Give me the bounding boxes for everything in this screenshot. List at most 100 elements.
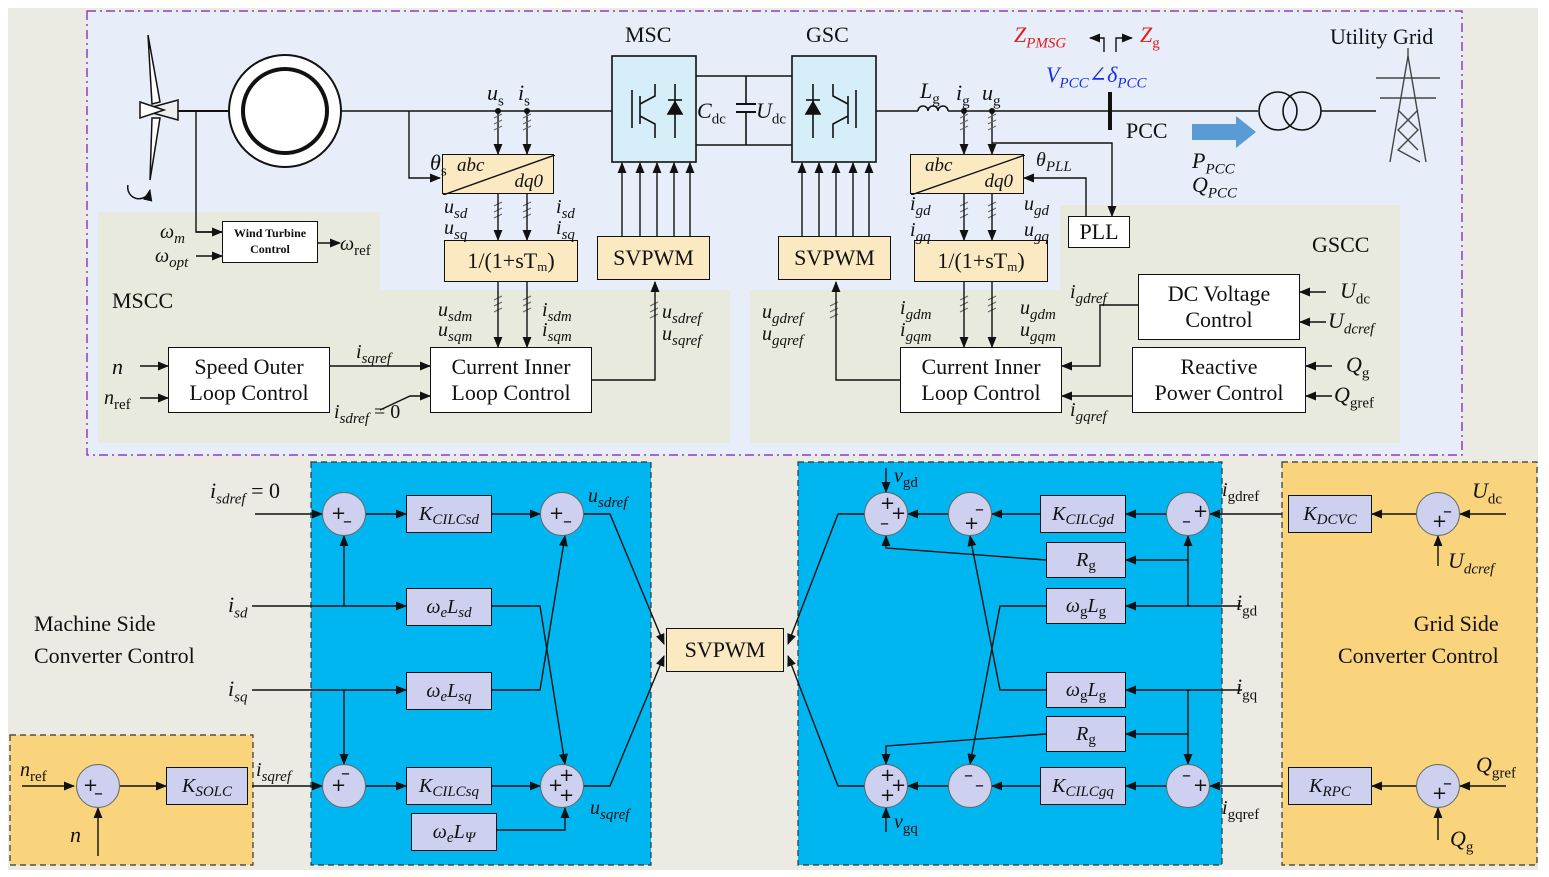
- igdref-top-label: igdref: [1070, 281, 1107, 307]
- vgq-label: vgq: [894, 811, 918, 837]
- transformer-icon: [1258, 91, 1298, 131]
- isqm-label: isqm: [542, 319, 572, 345]
- sum-node-gd-mid: –+: [948, 492, 992, 536]
- ugqm-label: ugqm: [1020, 319, 1056, 345]
- usqref-bottom-label: usqref: [590, 797, 630, 823]
- gsc-label: GSC: [806, 22, 849, 47]
- sum-node-isd: +–: [322, 492, 366, 536]
- igd-label: igd: [910, 193, 931, 219]
- udc-label: Udc: [756, 98, 787, 128]
- n-label: n: [112, 354, 123, 379]
- usqref-top-label: usqref: [662, 323, 702, 349]
- ugdref-label: ugdref: [762, 301, 804, 327]
- wind-turbine-control-block: Wind Turbine Control: [222, 221, 318, 263]
- ugdm-label: ugdm: [1020, 297, 1056, 323]
- ug-label: ug: [982, 80, 1001, 110]
- isdref-zero-label: isdref = 0: [210, 478, 280, 508]
- ig-label: ig: [956, 80, 970, 110]
- sum-node-igd: +–: [1166, 492, 1210, 536]
- inductor-lg: [917, 105, 949, 112]
- gsc-svpwm-block: SVPWM: [778, 236, 891, 280]
- msc-converter: [611, 55, 697, 163]
- isqref-bottom-label: isqref: [256, 759, 292, 785]
- reactive-power-control: Reactive Power Control: [1132, 347, 1306, 413]
- qg-input-label: Qg: [1346, 352, 1370, 382]
- msc-current-inner-loop-control: Current Inner Loop Control: [430, 347, 592, 413]
- msc-abc-dq0-transform: abc dq0: [442, 154, 555, 195]
- sum-node-gq-mid: ––: [948, 764, 992, 808]
- ugd-label: ugd: [1024, 193, 1049, 219]
- ugq-label: ugq: [1024, 219, 1049, 245]
- omega-ref-label: ωref: [340, 233, 371, 259]
- theta-s-label: θs: [430, 150, 447, 180]
- gsc-converter: [791, 55, 877, 163]
- nref-label: nref: [104, 387, 131, 413]
- msc-svpwm-block: SVPWM: [597, 236, 710, 280]
- omega-opt-label: ωopt: [155, 245, 189, 271]
- wind-turbine-icon: [126, 34, 179, 202]
- z-pmsg-label: ZPMSG: [1014, 22, 1067, 52]
- grid-tower-icon: [1376, 48, 1440, 163]
- sum-node-usd: +–: [540, 492, 584, 536]
- sum-node-ugq: +++: [864, 764, 908, 808]
- qgref-input-label: Qgref: [1334, 382, 1375, 412]
- isdm-label: isdm: [542, 299, 572, 325]
- usdref-top-label: usdref: [662, 301, 702, 327]
- igd-bottom-label: igd: [1236, 590, 1258, 620]
- sum-node-usq: +++: [540, 764, 584, 808]
- z-g-label: Zg: [1140, 22, 1160, 52]
- igqm-label: igqm: [900, 319, 932, 345]
- udcref-bottom-label: Udcref: [1448, 548, 1495, 578]
- udc-bottom-label: Udc: [1472, 478, 1503, 508]
- igdref-bottom-label: igdref: [1222, 479, 1260, 505]
- usd-label: usd: [444, 196, 468, 222]
- isq-label: isq: [556, 217, 575, 243]
- us-label: us: [487, 80, 504, 110]
- qg-bottom-label: Qg: [1450, 826, 1474, 856]
- p-pcc-label: PPCC: [1192, 148, 1235, 178]
- vgd-label: vgd: [894, 465, 918, 491]
- n-bottom-label: n: [70, 822, 81, 847]
- usq-label: usq: [444, 217, 468, 243]
- power-flow-arrow: [1192, 116, 1256, 148]
- utility-grid-label: Utility Grid: [1330, 24, 1434, 49]
- isdref-zero-top-label: isdref = 0: [334, 401, 401, 427]
- v-pcc-label: VPCC∠δPCC: [1046, 62, 1147, 92]
- is-label: is: [518, 80, 530, 110]
- udc-input-label: Udc: [1340, 278, 1371, 308]
- igq-label: igq: [910, 219, 931, 245]
- igdm-label: igdm: [900, 297, 932, 323]
- isd-bottom-label: isd: [228, 592, 248, 622]
- ugqref-label: ugqref: [762, 323, 804, 349]
- lg-label: Lg: [920, 78, 940, 108]
- gsc-current-inner-loop-control: Current Inner Loop Control: [900, 347, 1062, 413]
- usdref-bottom-label: usdref: [588, 485, 628, 511]
- nref-bottom-label: nref: [20, 759, 47, 785]
- isqref-top-label: isqref: [356, 341, 392, 367]
- omega-m-label: ωm: [160, 221, 185, 247]
- sum-node-igq: –+: [1166, 764, 1210, 808]
- q-pcc-label: QPCC: [1192, 172, 1238, 202]
- sum-node-speed: +–: [76, 764, 120, 808]
- isq-bottom-label: isq: [228, 676, 248, 706]
- usqm-label: usqm: [438, 319, 473, 345]
- sum-node-qg: –+: [1416, 764, 1460, 808]
- igqref-bottom-label: igqref: [1222, 797, 1260, 823]
- udcref-input-label: Udcref: [1328, 308, 1375, 338]
- sum-node-ugd: ++–: [864, 492, 908, 536]
- isd-label: isd: [556, 196, 575, 222]
